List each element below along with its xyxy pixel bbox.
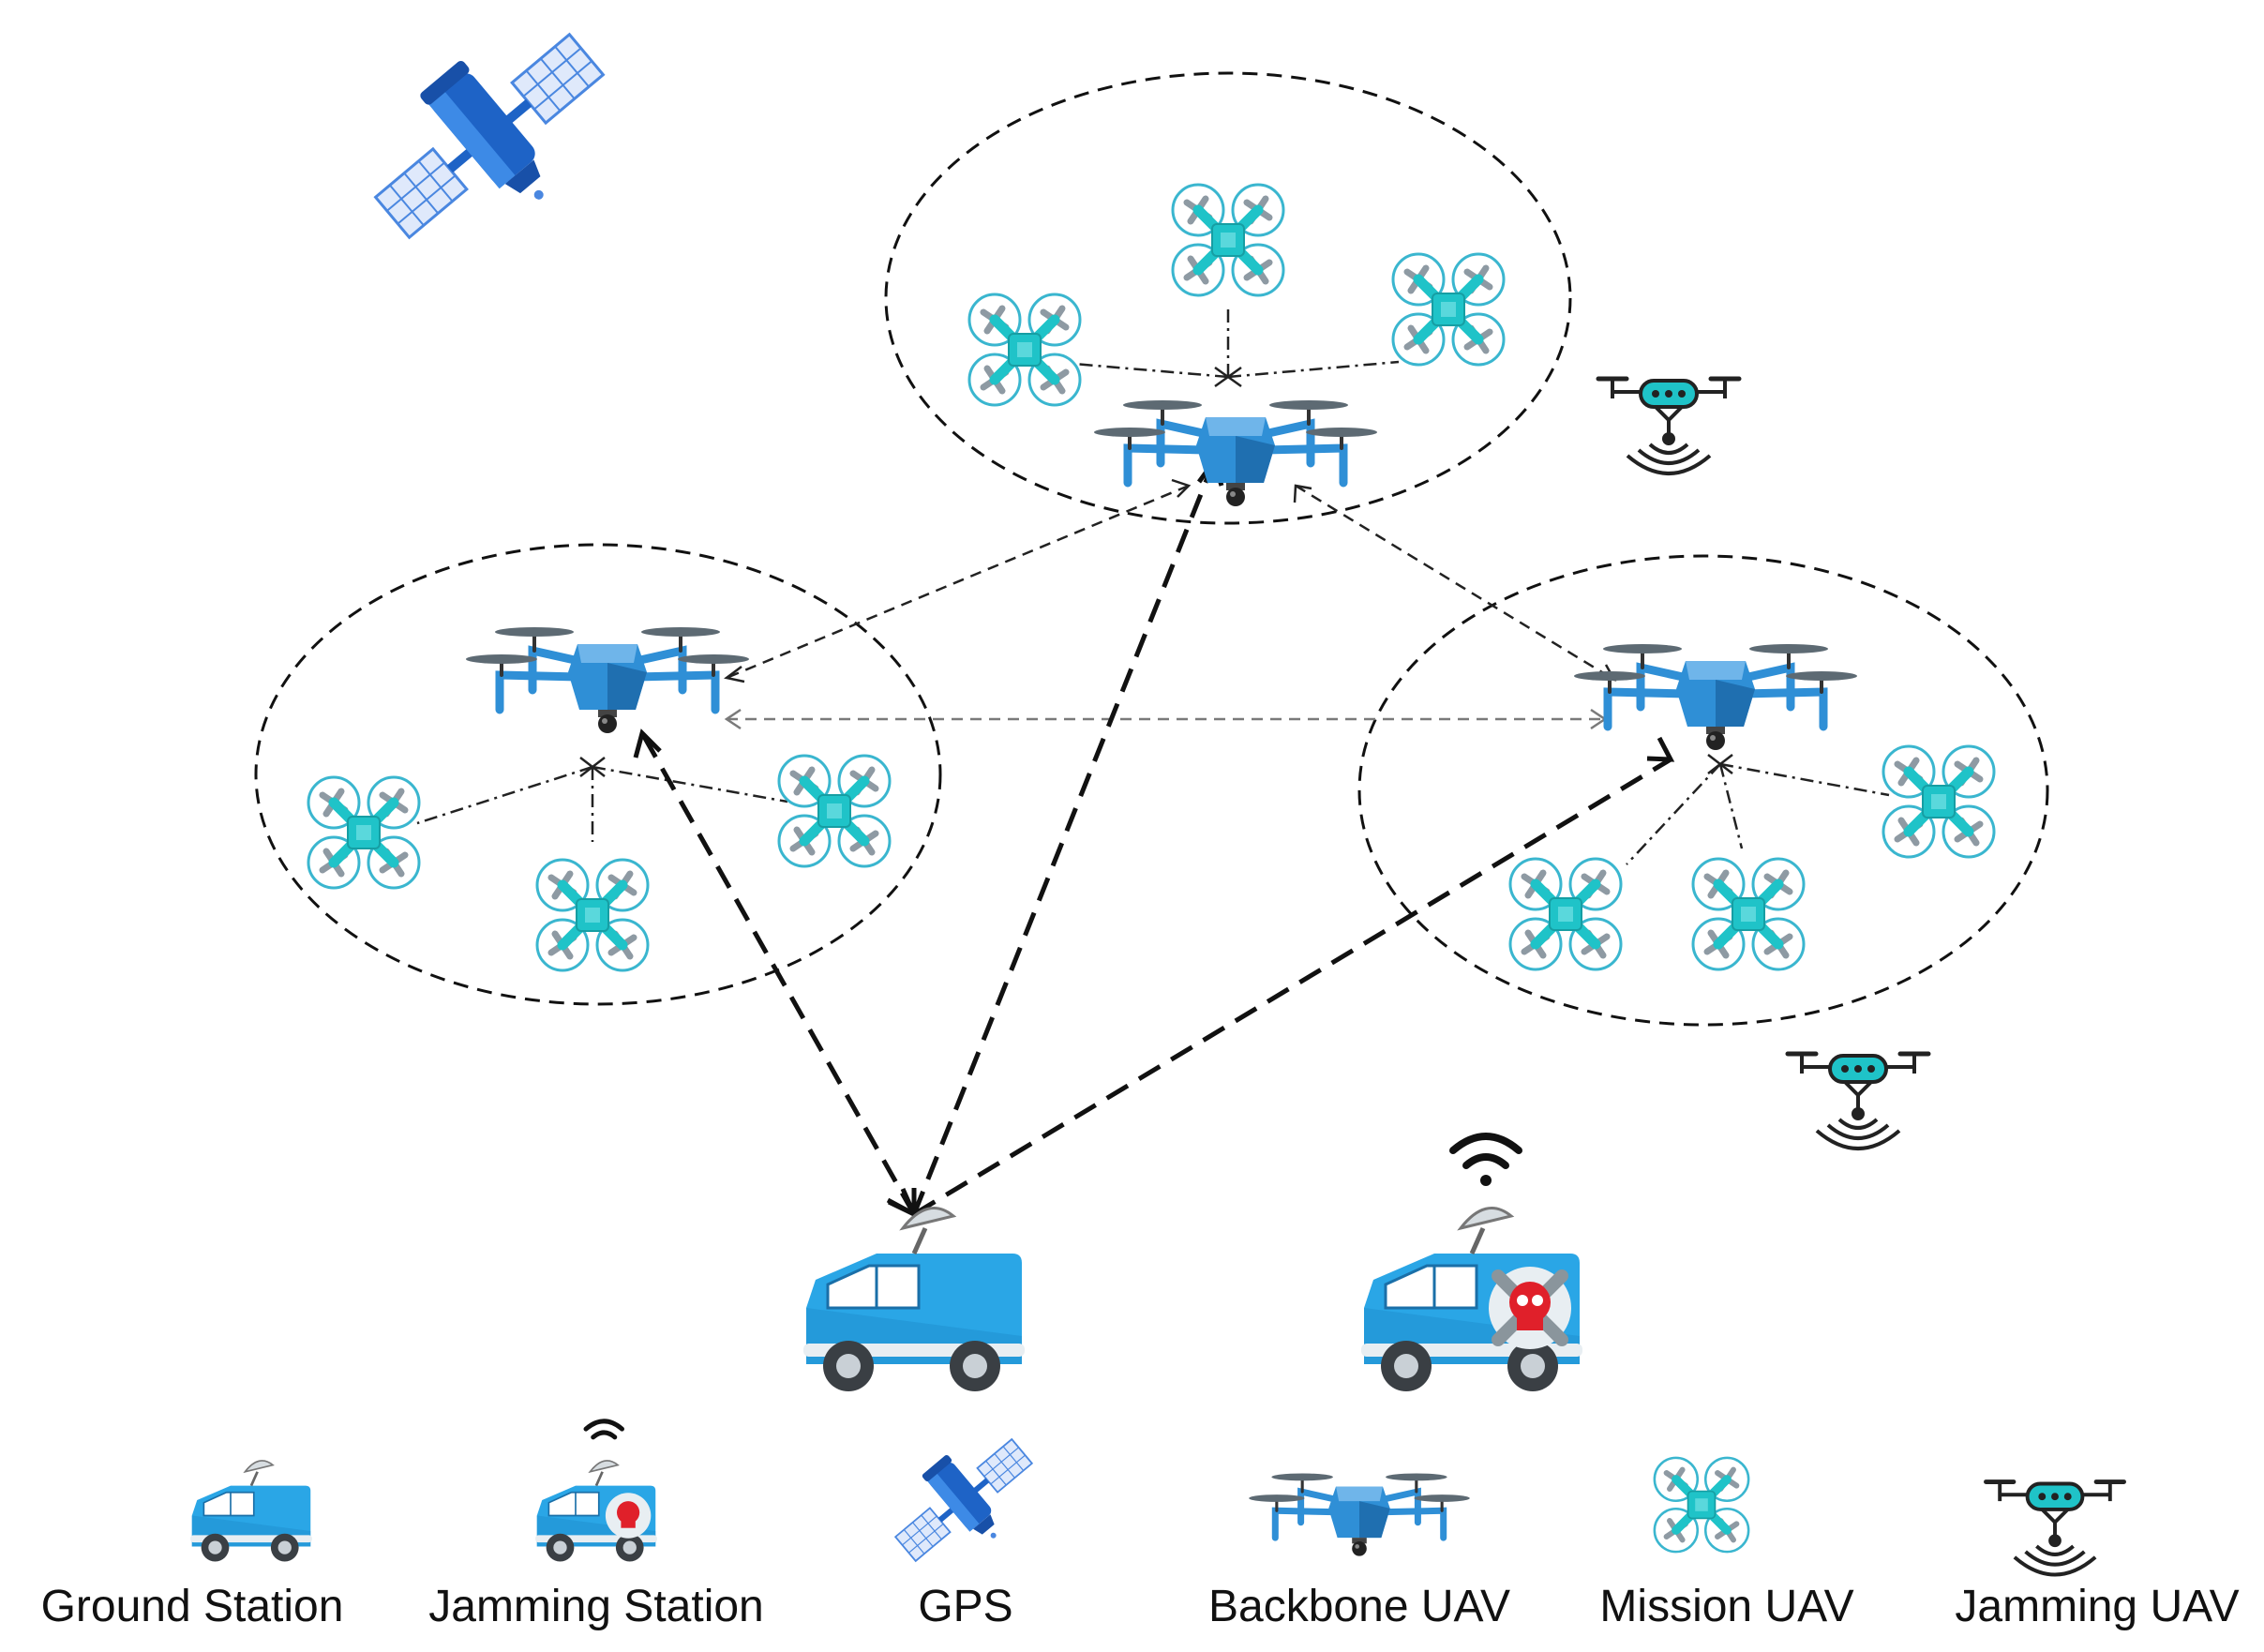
mission-uav-right-2 [1693, 859, 1804, 969]
wifi-signal-icon [1449, 1133, 1522, 1186]
backbone-uav-top [1094, 400, 1377, 506]
cluster-right [1357, 554, 2049, 1027]
legend-label-jamming-uav: Jamming UAV [1955, 1582, 2240, 1631]
backbone-link-arrowheads [724, 478, 1617, 730]
ground-station-links [639, 460, 1672, 1217]
jamming-station-van-icon [1361, 1133, 1582, 1391]
ground-station-van-icon [803, 1209, 1025, 1391]
legend-label-gps: GPS [918, 1582, 1013, 1631]
satellite-icon [341, 0, 640, 281]
mission-uav-left-3 [779, 756, 890, 866]
mission-uav-top-center [1173, 185, 1283, 295]
mission-uav-right-1 [1510, 859, 1621, 969]
jamming-uav-icon-lower [1788, 1054, 1928, 1149]
links-left-cluster [416, 757, 788, 842]
mission-uav-top-left [969, 294, 1080, 405]
legend-label-backbone-uav: Backbone UAV [1208, 1582, 1510, 1631]
cluster-top [884, 71, 1572, 525]
mission-uav-left-1 [308, 777, 419, 888]
legend-jamming-uav-icon [1987, 1482, 2124, 1575]
legend-label-jamming-station: Jamming Station [428, 1582, 764, 1631]
backbone-links [726, 484, 1615, 721]
mission-uav-right-3 [1883, 746, 1994, 857]
links-right-cluster [1626, 754, 1890, 865]
jamming-skull-icon [1489, 1267, 1571, 1349]
cluster-left [254, 543, 942, 1006]
legend-backbone-uav-icon [1249, 1473, 1470, 1555]
jamming-uav-icon-upper [1598, 379, 1739, 473]
legend-jamming-station-icon [533, 1419, 659, 1563]
legend-label-mission-uav: Mission UAV [1599, 1582, 1854, 1631]
legend-gps-icon [875, 1415, 1055, 1587]
legend-ground-station-icon [188, 1459, 314, 1563]
legend-mission-uav-icon [1655, 1458, 1748, 1552]
mission-uav-top-right [1393, 254, 1504, 365]
legend-label-ground-station: Ground Station [40, 1582, 344, 1631]
backbone-uav-left [466, 627, 749, 733]
links-top-cluster [1072, 308, 1400, 388]
backbone-uav-right [1574, 644, 1857, 750]
mission-uav-left-2 [537, 860, 648, 970]
